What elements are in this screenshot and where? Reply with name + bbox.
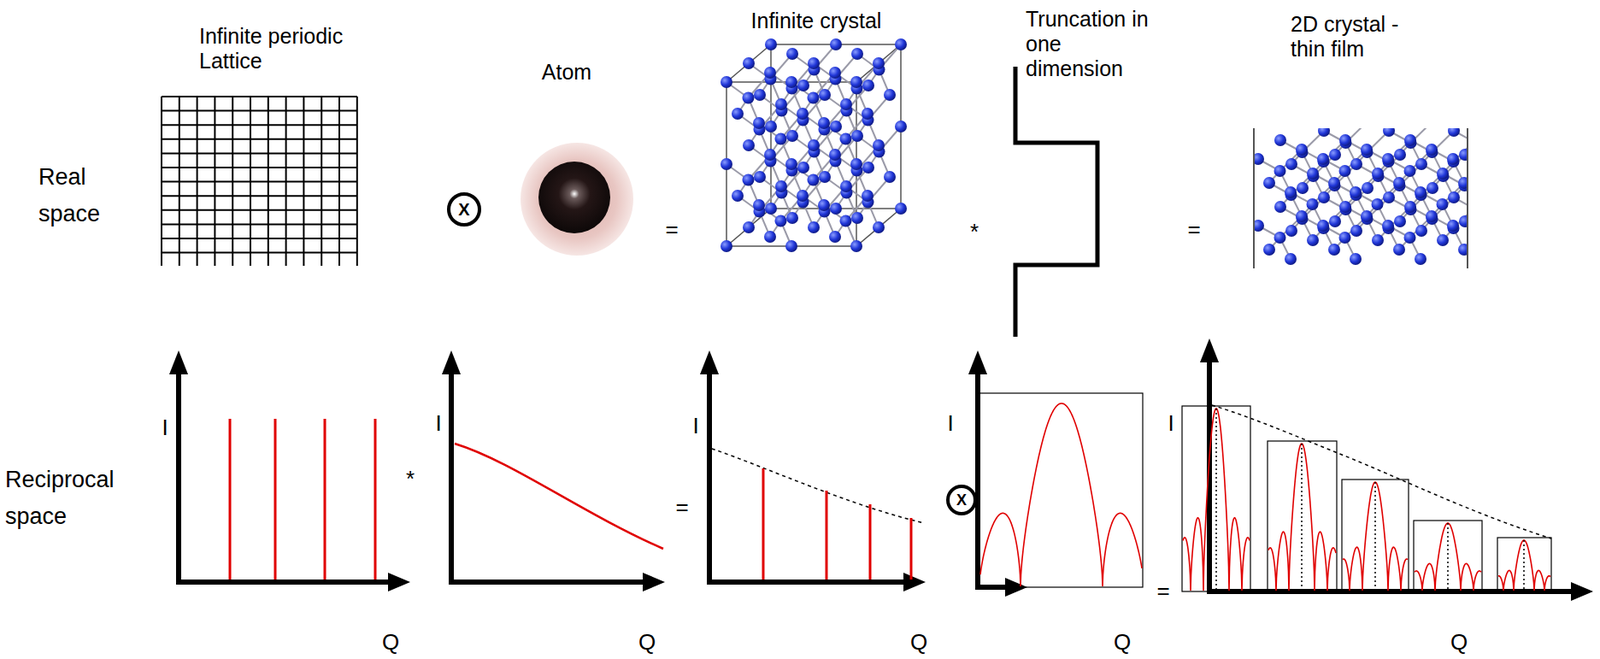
thin-film-frame: [1253, 128, 1468, 269]
multiply-operator-text: *: [970, 218, 979, 245]
row-label: Reciprocal space: [5, 461, 151, 536]
axis-label-text: I: [435, 410, 442, 436]
multiply-operator: *: [405, 466, 415, 493]
axis-label: I: [692, 413, 699, 440]
panel-title: 2D crystal - thin film: [1290, 11, 1436, 62]
panel-title: Truncation in one dimension: [1025, 6, 1163, 81]
axis-label: I: [435, 411, 442, 437]
atom-picture: [520, 142, 634, 256]
convolution-operator-text: X: [458, 200, 470, 219]
panel-title: Infinite crystal: [751, 8, 883, 34]
axis-label-text: Q: [638, 629, 656, 655]
multiply-operator-text: *: [405, 465, 415, 492]
axis-label: Q: [382, 629, 400, 656]
axis-label-text: Q: [1450, 629, 1468, 655]
axis-label-text: Q: [1113, 629, 1131, 655]
axis-label: Q: [1113, 629, 1131, 656]
axis-label-text: I: [161, 414, 168, 441]
axis-label: I: [161, 415, 168, 442]
axis-label-text: Q: [910, 629, 928, 655]
envelope-curve: [711, 448, 924, 524]
equals-operator: =: [1187, 217, 1200, 243]
axis-label: Q: [910, 629, 928, 656]
form-factor-curve: [454, 443, 664, 549]
envelope-curve: [1211, 405, 1552, 539]
equals-operator: =: [675, 494, 689, 521]
row-label-text: Real space: [38, 164, 100, 227]
equals-operator-text: =: [675, 494, 689, 520]
convolution-symbol: [947, 486, 976, 514]
axis-label-text: Q: [382, 629, 400, 655]
equals-operator-text: =: [664, 216, 678, 242]
panel-title-text: 2D crystal - thin film: [1290, 11, 1399, 61]
thin-film-picture: [1252, 128, 1469, 265]
convolution-operator: X: [956, 491, 967, 510]
axis-label: I: [947, 411, 953, 437]
convolution-symbol: [448, 194, 480, 225]
sinc-frame: [979, 393, 1143, 588]
row-label: Real space: [38, 158, 142, 233]
convolution-operator-text: X: [956, 491, 967, 509]
bragg-peaks: [229, 418, 376, 580]
panel-title-text: Infinite periodic Lattice: [199, 23, 343, 73]
axes: [169, 338, 1594, 601]
equals-operator-text: =: [1156, 577, 1170, 604]
panel-title-text: Atom: [541, 59, 592, 84]
truncation-step: [1015, 66, 1098, 337]
panel-title-text: Truncation in one dimension: [1025, 6, 1149, 81]
panel-title: Infinite periodic Lattice: [199, 23, 371, 74]
axis-label-text: I: [692, 412, 699, 439]
axis-label-text: I: [947, 410, 953, 436]
sinc-curves: [980, 403, 1551, 591]
panel-title: Atom: [541, 59, 592, 85]
panel-title-text: Infinite crystal: [751, 8, 883, 33]
axis-label: Q: [1450, 629, 1468, 656]
convolution-operator: X: [458, 200, 470, 220]
row-label-text: Reciprocal space: [5, 466, 115, 530]
equals-operator-text: =: [1187, 216, 1200, 242]
bragg-peaks: [763, 468, 912, 580]
crystal-picture: [720, 38, 907, 253]
axis-label-text: I: [1167, 410, 1174, 436]
peak-frames: [1182, 405, 1552, 592]
equals-operator: =: [1156, 578, 1170, 605]
multiply-operator: *: [970, 219, 979, 246]
lattice-grid: [161, 96, 358, 266]
axis-label: Q: [638, 629, 656, 656]
equals-operator: =: [664, 217, 678, 243]
axis-label: I: [1167, 411, 1174, 437]
